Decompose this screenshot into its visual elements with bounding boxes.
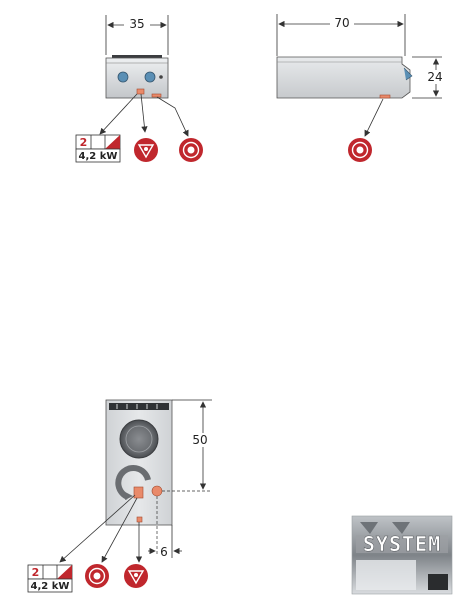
top-gas-connection-point [151, 485, 163, 497]
top-offset-label: 6 [160, 545, 168, 559]
top-electric-connection-point [133, 486, 144, 499]
side-view: 70 24 [276, 14, 447, 162]
gas-connection-icon [134, 138, 158, 162]
equipotential-connection-point [151, 93, 162, 98]
top-depth-label: 50 [192, 433, 207, 447]
top-body [105, 399, 173, 526]
side-connection-point [379, 94, 391, 99]
electric-connection-point [136, 88, 145, 95]
indicator-light [159, 75, 163, 79]
front-badge-count: 2 [80, 136, 88, 149]
front-view: 35 2 4,2 kW [75, 15, 203, 163]
hotplate-rear [119, 419, 159, 459]
top-badge-count: 2 [32, 566, 40, 579]
front-width-label: 35 [129, 17, 144, 31]
side-electric-connection-icon [348, 138, 372, 162]
top-gas-connection-icon [124, 564, 148, 588]
system-logo: SYSTEM [351, 515, 453, 595]
top-equipotential-point [136, 516, 143, 523]
electric-connection-icon [179, 138, 203, 162]
knob-right [144, 71, 156, 83]
side-depth-label: 70 [334, 16, 349, 30]
front-power-badge: 2 4,2 kW [75, 134, 121, 163]
top-electric-connection-icon [85, 564, 109, 588]
front-badge-power: 4,2 kW [79, 151, 118, 162]
logo-text: SYSTEM [363, 532, 441, 556]
top-view: 50 6 2 4,2 kW [27, 399, 213, 593]
side-height-label: 24 [427, 70, 442, 84]
top-badge-power: 4,2 kW [31, 581, 70, 592]
top-power-badge: 2 4,2 kW [27, 564, 73, 593]
knob-left [117, 71, 129, 83]
side-body [276, 56, 411, 99]
